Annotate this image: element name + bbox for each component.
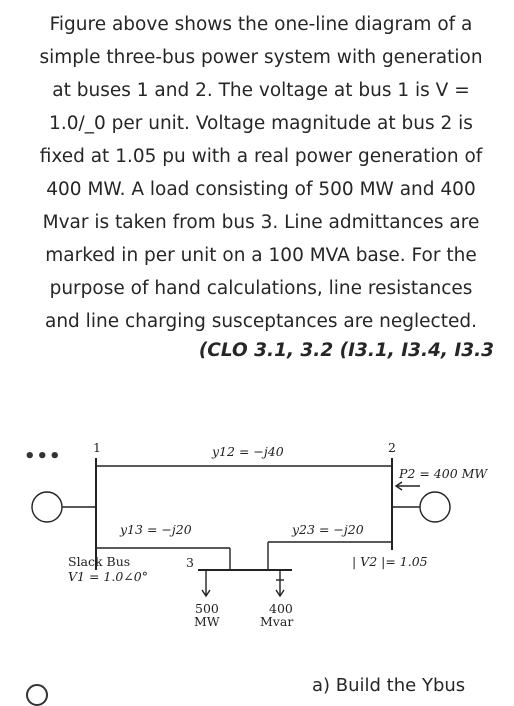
problem-line: and line charging susceptances are negle… [45,311,477,332]
problem-line: 1.0/_0 per unit. Voltage magnitude at bu… [49,113,473,134]
problem-line: simple three-bus power system with gener… [39,47,483,68]
problem-line: fixed at 1.05 pu with a real power gener… [39,146,483,167]
problem-line: Figure above shows the one-line diagram … [49,14,473,35]
more-options-icon[interactable]: ••• [24,446,62,467]
generator-1-icon [31,491,63,523]
bus-1-number: 1 [93,440,101,455]
load-p-value: 500 [195,601,219,616]
y12-label: y12 = −j40 [211,444,284,459]
problem-line: Mvar is taken from bus 3. Line admittanc… [42,212,480,233]
v2-label: | V2 |= 1.05 [352,554,428,569]
one-line-diagram: 1 2 3 y12 = −j40 y13 = −j20 y23 = −j20 P… [31,440,488,629]
slack-bus-label: Slack Bus [68,554,130,569]
p2-label: P2 = 400 MW [398,466,488,481]
load-p-unit: MW [194,614,220,629]
bus-3-number: 3 [186,555,194,570]
load-q-arrow-icon [275,589,285,598]
v1-label: V1 = 1.0∠0° [68,569,148,584]
problem-line: 400 MW. A load consisting of 500 MW and … [46,179,476,200]
problem-statement: Figure above shows the one-line diagram … [20,8,502,338]
problem-line: purpose of hand calculations, line resis… [49,278,473,299]
y13-label: y13 = −j20 [119,522,192,537]
copyright-icon [26,684,48,706]
problem-line: marked in per unit on a 100 MVA base. Fo… [45,245,477,266]
load-q-unit: Mvar [260,614,293,629]
load-p-arrow-icon [201,589,211,598]
question-a: a) Build the Ybus [312,675,466,696]
problem-line: at buses 1 and 2. The voltage at bus 1 i… [52,80,470,101]
y23-label: y23 = −j20 [291,522,364,537]
bus-2-number: 2 [388,440,396,455]
load-q-value: 400 [269,601,293,616]
generator-2-icon [419,491,451,523]
clo-reference: (CLO 3.1, 3.2 (I3.1, I3.4, I3.3 [198,340,494,361]
